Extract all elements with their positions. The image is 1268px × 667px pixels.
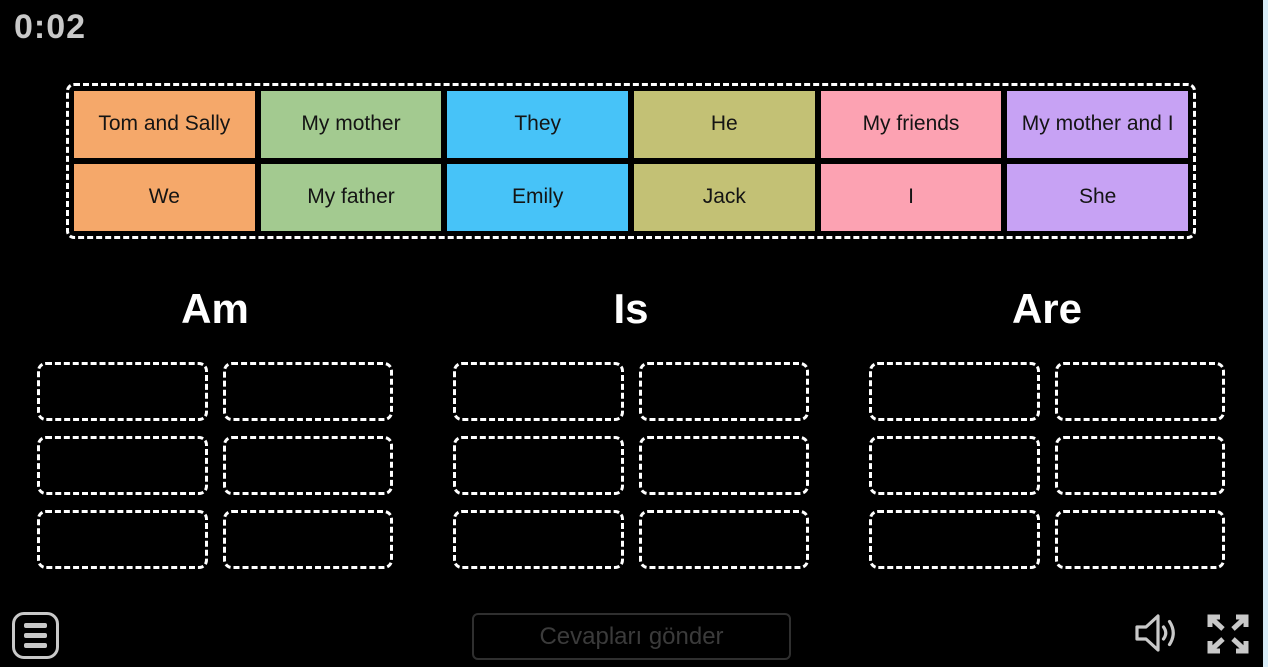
- submit-answers-button[interactable]: Cevapları gönder: [472, 613, 791, 660]
- drop-slot[interactable]: [638, 362, 809, 421]
- word-tile[interactable]: My friends: [820, 91, 1002, 158]
- category-group-is: Is: [453, 283, 809, 569]
- word-tile[interactable]: I: [820, 164, 1002, 231]
- menu-button[interactable]: [12, 612, 59, 659]
- drop-slot[interactable]: [638, 436, 809, 495]
- drop-slot[interactable]: [869, 362, 1040, 421]
- drop-slot[interactable]: [1054, 436, 1225, 495]
- volume-button[interactable]: [1132, 610, 1182, 656]
- category-label: Is: [613, 285, 649, 332]
- drop-slot[interactable]: [222, 436, 393, 495]
- timer: 0:02: [14, 8, 87, 46]
- drop-slot[interactable]: [1054, 362, 1225, 421]
- word-tile[interactable]: My father: [260, 164, 442, 231]
- drop-slot[interactable]: [37, 362, 208, 421]
- fullscreen-button[interactable]: [1204, 612, 1252, 656]
- drop-slot[interactable]: [869, 510, 1040, 569]
- page-edge-strip: [1263, 0, 1268, 667]
- word-tile[interactable]: Tom and Sally: [74, 91, 255, 158]
- drop-slot[interactable]: [1054, 510, 1225, 569]
- category-group-am: Am: [37, 283, 393, 569]
- word-tile[interactable]: She: [1007, 164, 1188, 231]
- drop-slots: [453, 362, 809, 569]
- drop-slot[interactable]: [453, 510, 624, 569]
- drop-slot[interactable]: [222, 362, 393, 421]
- fullscreen-icon: [1207, 614, 1249, 654]
- drop-slot[interactable]: [453, 362, 624, 421]
- word-tile[interactable]: They: [447, 91, 628, 158]
- word-tile[interactable]: He: [634, 91, 815, 158]
- category-group-are: Are: [869, 283, 1225, 569]
- drop-slot[interactable]: [222, 510, 393, 569]
- drop-slot[interactable]: [37, 436, 208, 495]
- word-tile[interactable]: We: [74, 164, 255, 231]
- drop-slots: [37, 362, 393, 569]
- drop-slot[interactable]: [638, 510, 809, 569]
- category-label: Are: [1011, 285, 1083, 332]
- drop-slots: [869, 362, 1225, 569]
- drop-slot[interactable]: [453, 436, 624, 495]
- drop-slot[interactable]: [869, 436, 1040, 495]
- word-tile[interactable]: My mother and I: [1007, 91, 1188, 158]
- word-tile[interactable]: Jack: [634, 164, 815, 231]
- word-tile[interactable]: Emily: [447, 164, 628, 231]
- word-tile[interactable]: My mother: [260, 91, 442, 158]
- category-label: Am: [181, 285, 249, 332]
- speaker-icon: [1135, 614, 1175, 652]
- drop-slot[interactable]: [37, 510, 208, 569]
- hamburger-icon: [24, 623, 47, 628]
